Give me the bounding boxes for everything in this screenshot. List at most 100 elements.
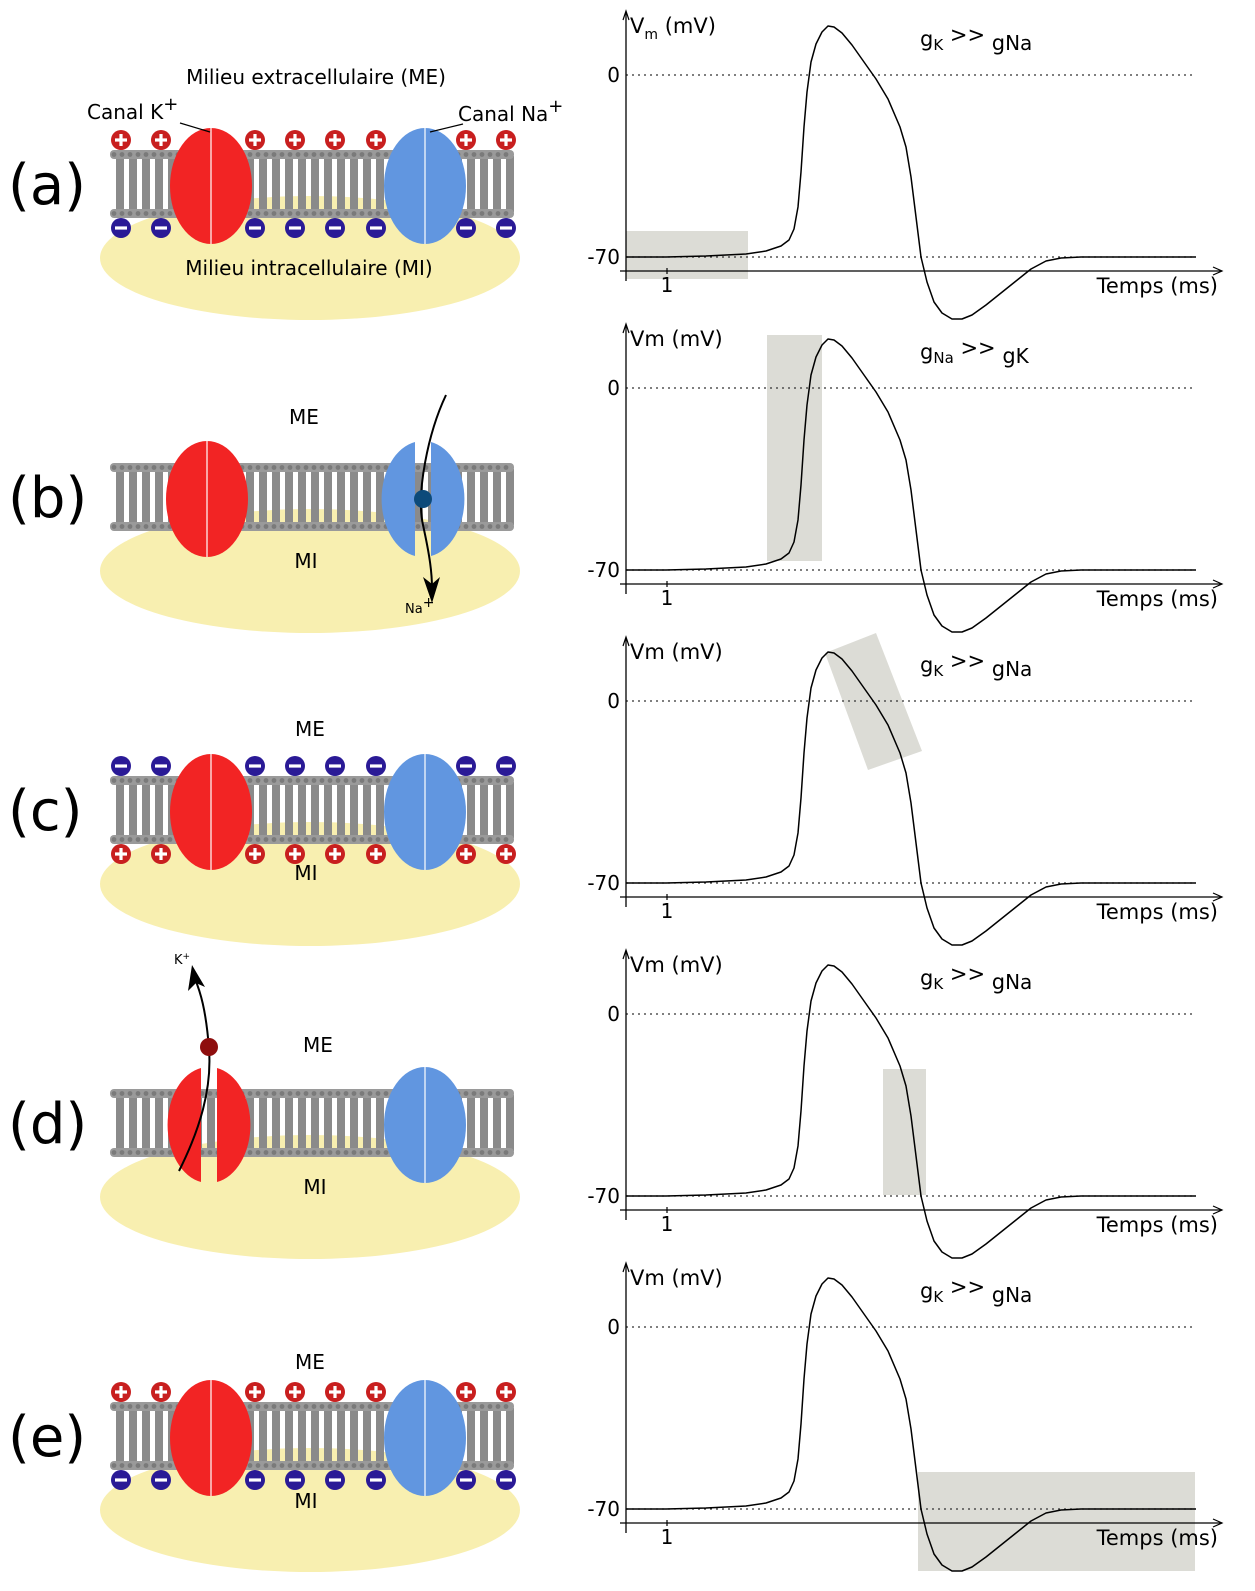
positive-ion-icon [285, 130, 305, 150]
sodium-channel [384, 128, 466, 244]
negative-ion-icon [151, 218, 171, 238]
potassium-channel [167, 1068, 251, 1182]
intracellular-label: MI [294, 1489, 317, 1513]
negative-ion-icon [325, 218, 345, 238]
conductance-annotation: gK >> gNa [920, 23, 1032, 55]
positive-ion-icon [325, 844, 345, 864]
sodium-channel [384, 1067, 466, 1183]
highlight-region [883, 1069, 926, 1195]
negative-ion-icon [151, 1470, 171, 1490]
y-axis-title: Vm (mV) [630, 953, 723, 977]
intracellular-label: Milieu intracellulaire (MI) [185, 256, 432, 280]
positive-ion-icon [151, 844, 171, 864]
positive-ion-icon [285, 844, 305, 864]
positive-ion-icon [111, 130, 131, 150]
x-tick-one: 1 [661, 1525, 674, 1549]
y-tick-rest: -70 [587, 1497, 620, 1521]
extracellular-label: ME [295, 1350, 325, 1374]
sodium-channel [384, 1380, 466, 1496]
positive-ion-icon [496, 130, 516, 150]
potassium-channel [166, 441, 248, 557]
sodium-channel [381, 442, 465, 556]
negative-ion-icon [366, 756, 386, 776]
intracellular-label: MI [303, 1175, 326, 1199]
positive-ion-icon [456, 1382, 476, 1402]
sodium-influx-arrow [414, 394, 447, 603]
negative-ion-icon [366, 1470, 386, 1490]
panel-label: (b) [8, 466, 87, 531]
conductance-annotation: gK >> gNa [920, 649, 1032, 681]
sodium-ion-label: Na+ [405, 595, 434, 617]
negative-ion-icon [325, 756, 345, 776]
positive-ion-icon [325, 1382, 345, 1402]
negative-ion-icon [245, 218, 265, 238]
action-potential-trace [626, 651, 1196, 946]
membrane-potential-graph-a: 0 -70 1 Vm (mV) Temps (ms) gK >> gNa [587, 9, 1224, 320]
positive-ion-icon [325, 130, 345, 150]
cell-membrane-diagram-d: ME MI K+ (d) [8, 952, 520, 1259]
action-potential-trace [626, 1277, 1196, 1572]
negative-ion-icon [285, 756, 305, 776]
extracellular-label: ME [295, 717, 325, 741]
negative-ion-icon [456, 1470, 476, 1490]
y-axis-title: Vm (mV) [630, 640, 723, 664]
negative-ion-icon [456, 218, 476, 238]
extracellular-label: Milieu extracellulaire (ME) [186, 65, 446, 89]
y-tick-zero: 0 [607, 63, 620, 87]
action-potential-trace [626, 338, 1196, 633]
positive-ion-icon [366, 844, 386, 864]
positive-ion-icon [151, 130, 171, 150]
x-tick-one: 1 [661, 586, 674, 610]
negative-ion-icon [111, 1470, 131, 1490]
positive-ion-icon [456, 130, 476, 150]
y-tick-zero: 0 [607, 376, 620, 400]
positive-ion-icon [456, 844, 476, 864]
y-tick-zero: 0 [607, 1315, 620, 1339]
negative-ion-icon [325, 1470, 345, 1490]
positive-ion-icon [151, 1382, 171, 1402]
x-tick-one: 1 [661, 899, 674, 923]
conductance-annotation: gK >> gNa [920, 962, 1032, 994]
negative-ion-icon [456, 756, 476, 776]
extracellular-label: ME [303, 1033, 333, 1057]
panel-label: (c) [8, 779, 82, 844]
potassium-ion-label: K+ [174, 952, 190, 968]
positive-ion-icon [366, 1382, 386, 1402]
potassium-channel-label: Canal K+ [87, 94, 178, 124]
panel-label: (d) [8, 1092, 87, 1157]
sodium-ion-icon [414, 490, 432, 508]
negative-ion-icon [366, 218, 386, 238]
positive-ion-icon [496, 1382, 516, 1402]
x-tick-one: 1 [661, 273, 674, 297]
intracellular-label: MI [294, 549, 317, 573]
action-potential-trace [626, 964, 1196, 1259]
conductance-annotation: gNa >> gK [920, 336, 1030, 368]
extracellular-label: ME [289, 405, 319, 429]
highlight-region [918, 1472, 1195, 1571]
potassium-channel [170, 754, 252, 870]
action-potential-trace [626, 25, 1196, 320]
sodium-channel [384, 754, 466, 870]
y-tick-rest: -70 [587, 558, 620, 582]
negative-ion-icon [245, 756, 265, 776]
negative-ion-icon [285, 218, 305, 238]
y-tick-rest: -70 [587, 245, 620, 269]
x-axis-title: Temps (ms) [1096, 1526, 1218, 1550]
positive-ion-icon [496, 844, 516, 864]
positive-ion-icon [245, 844, 265, 864]
potassium-ion-icon [200, 1038, 218, 1056]
negative-ion-icon [245, 1470, 265, 1490]
cell-membrane-diagram-b: ME MI Na+ (b) [8, 394, 520, 633]
potassium-channel [170, 128, 252, 244]
y-axis-title: Vm (mV) [630, 14, 716, 43]
y-tick-zero: 0 [607, 689, 620, 713]
potassium-channel [170, 1380, 252, 1496]
x-axis-title: Temps (ms) [1096, 274, 1218, 298]
panel-label: (a) [8, 153, 86, 218]
y-tick-rest: -70 [587, 871, 620, 895]
